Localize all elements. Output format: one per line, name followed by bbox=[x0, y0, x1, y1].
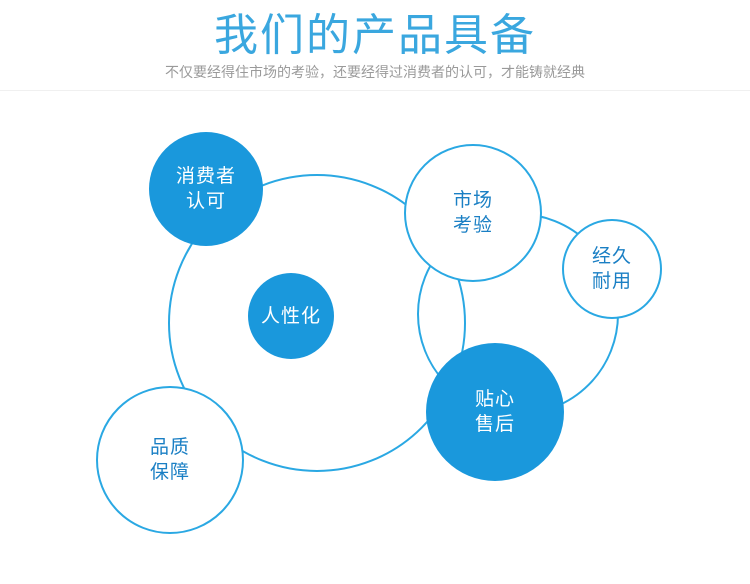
node-label: 人性化 bbox=[260, 304, 321, 327]
node-after-sales: 贴心 售后 bbox=[426, 343, 564, 481]
header-divider bbox=[0, 90, 750, 91]
node-label: 市场 考验 bbox=[452, 189, 493, 236]
node-label: 贴心 售后 bbox=[474, 388, 515, 435]
node-label: 经久 耐用 bbox=[591, 245, 632, 292]
large-orbit-ring bbox=[168, 174, 466, 472]
page-subtitle: 不仅要经得住市场的考验，还要经得过消费者的认可，才能铸就经典 bbox=[165, 65, 585, 81]
node-durable: 经久 耐用 bbox=[562, 219, 662, 319]
node-humanized: 人性化 bbox=[248, 273, 334, 359]
page-title: 我们的产品具备 bbox=[214, 10, 536, 61]
node-consumer-approval: 消费者 认可 bbox=[149, 132, 263, 246]
node-market-test: 市场 考验 bbox=[404, 144, 542, 282]
node-label: 消费者 认可 bbox=[175, 165, 236, 212]
node-label: 品质 保障 bbox=[149, 436, 190, 483]
node-quality: 品质 保障 bbox=[96, 386, 244, 534]
